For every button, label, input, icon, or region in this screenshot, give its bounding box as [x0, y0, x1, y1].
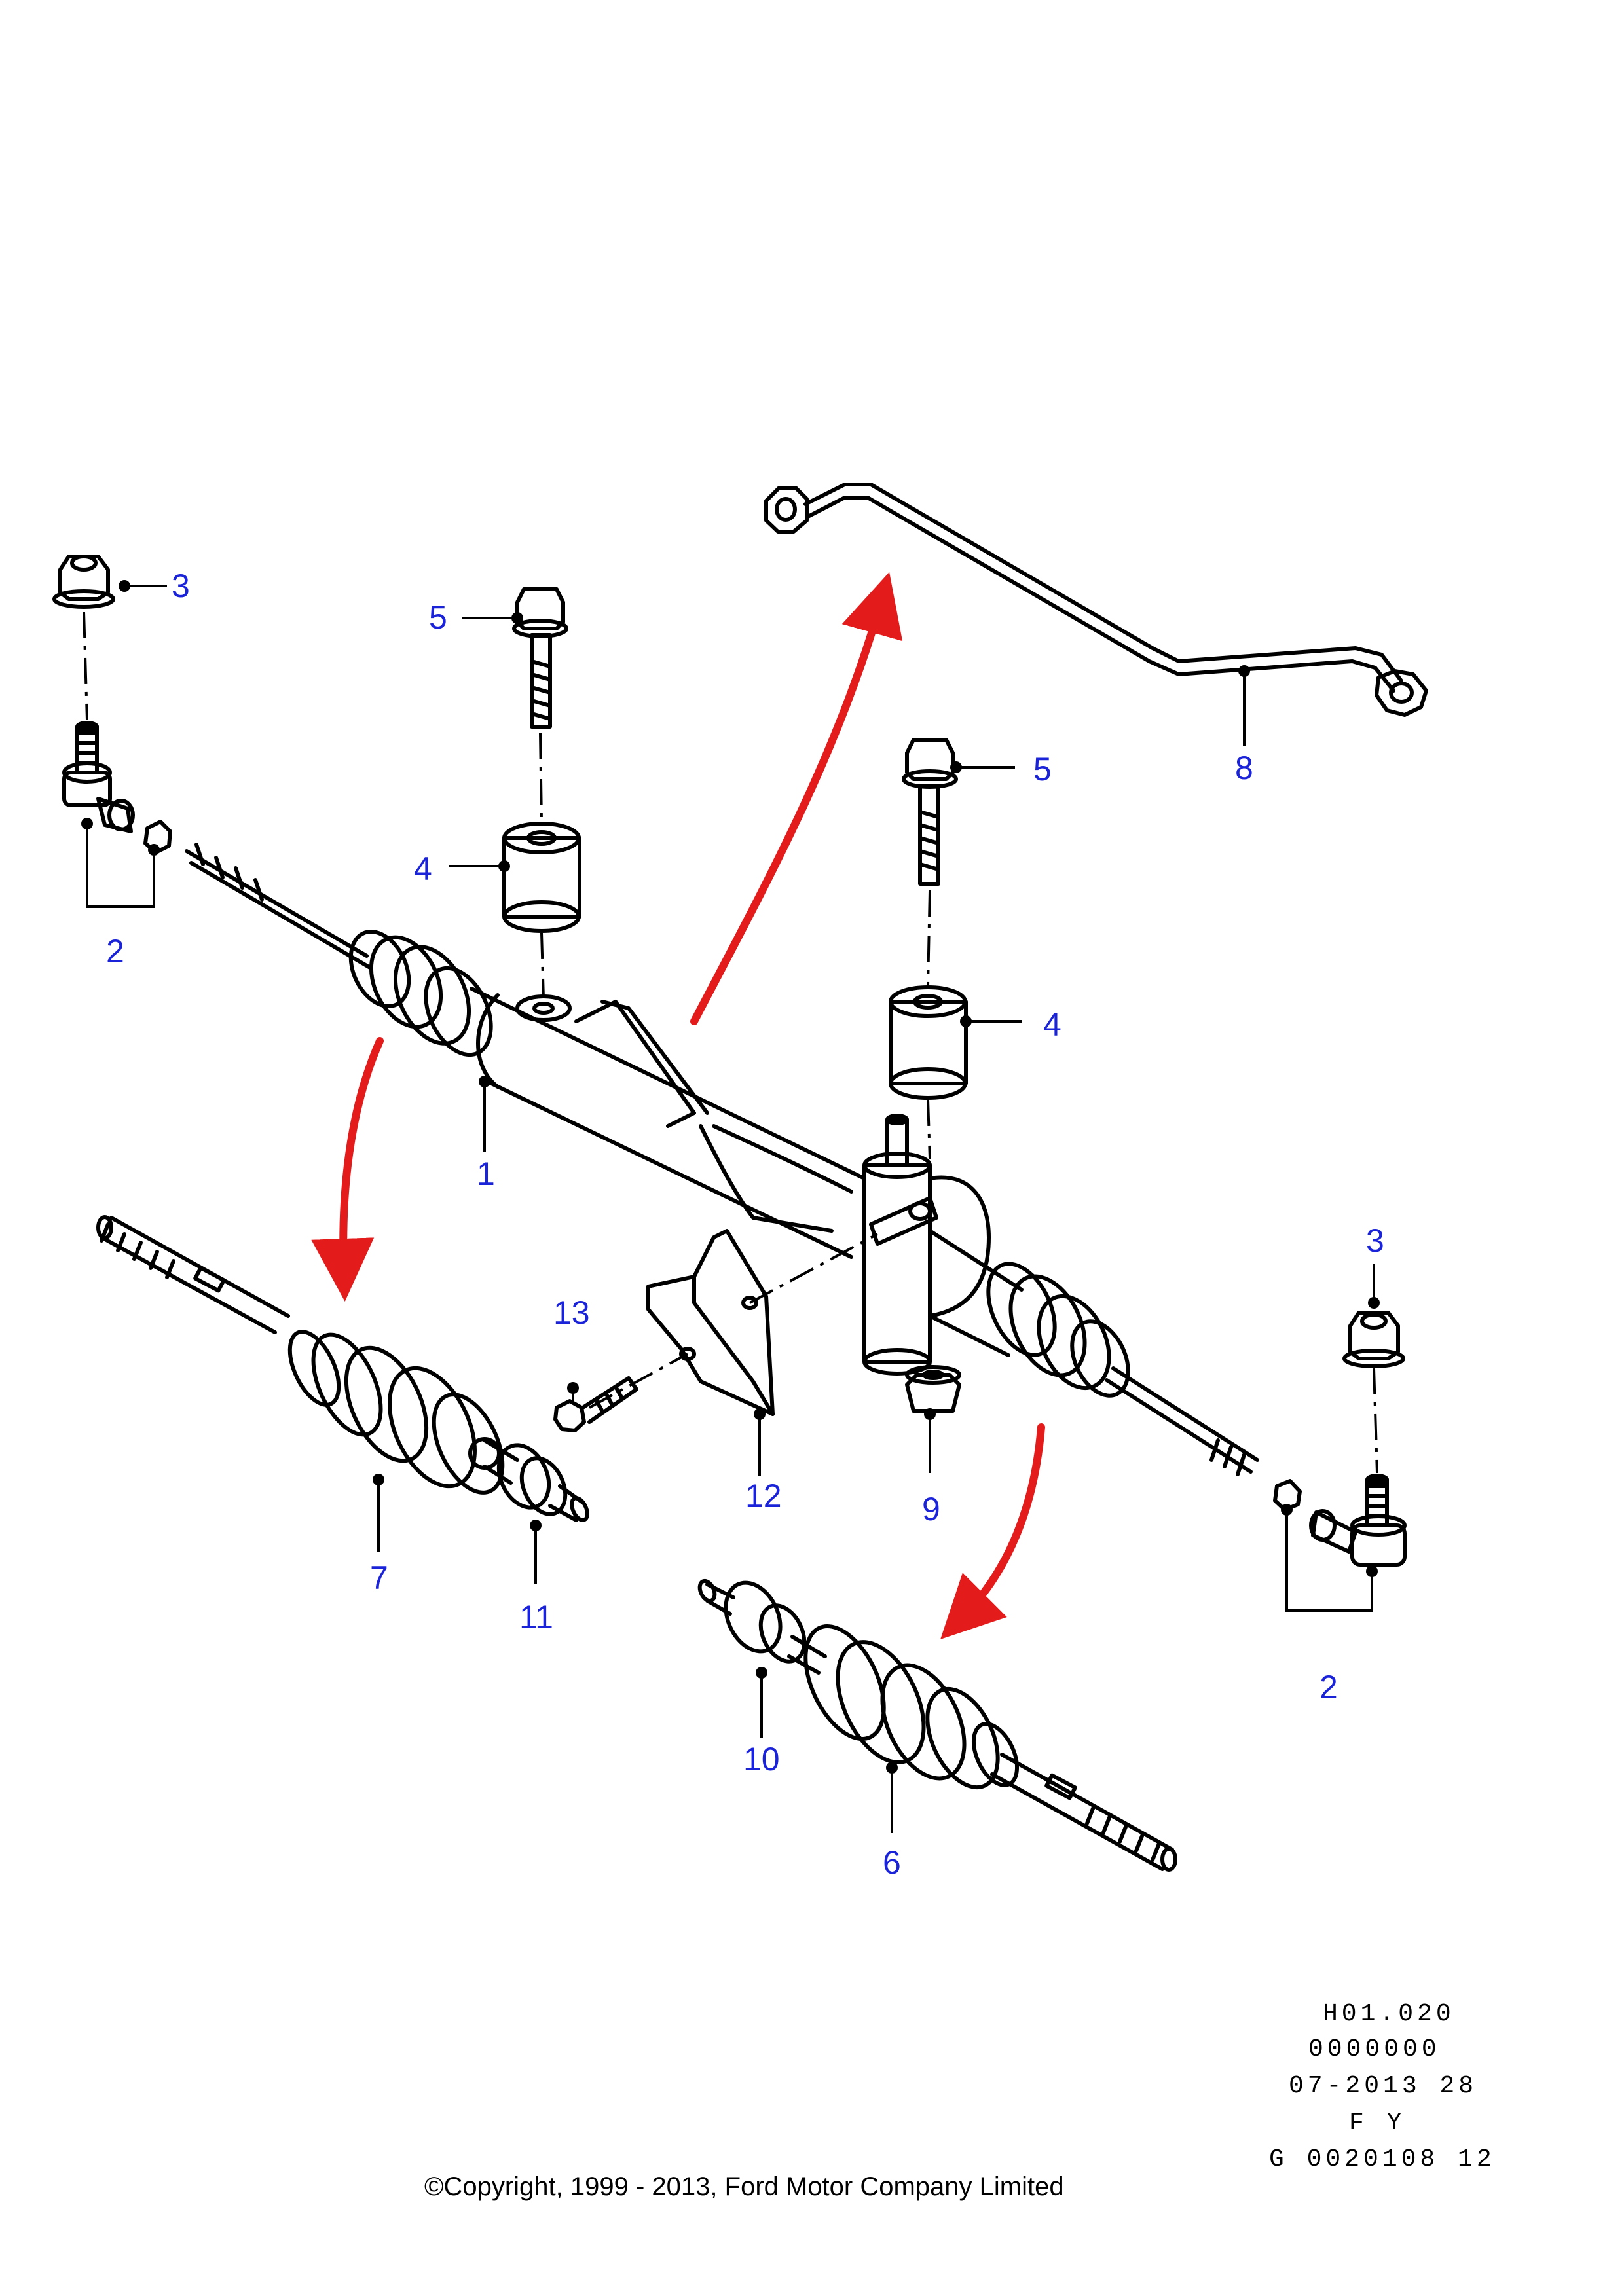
- ball-joint-right: [697, 1578, 807, 1664]
- inner-tie-rod-left: [96, 1215, 519, 1495]
- callout-3-right[interactable]: 3: [1366, 1222, 1384, 1259]
- pressure-pipe: [764, 483, 1428, 717]
- info-date: 07-2013 28: [1289, 2072, 1478, 2100]
- flange-nut-left: [52, 555, 115, 609]
- callout-3-left[interactable]: 3: [172, 568, 190, 604]
- callout-2-right[interactable]: 2: [1320, 1669, 1338, 1705]
- bolt-right: [902, 738, 958, 886]
- info-model-year: F Y: [1349, 2109, 1406, 2137]
- callout-7[interactable]: 7: [370, 1559, 388, 1596]
- callout-1[interactable]: 1: [477, 1156, 495, 1192]
- mounting-bracket: [646, 1229, 775, 1416]
- tie-rod-end-right: [1273, 1474, 1407, 1567]
- inner-tie-rod-right: [787, 1624, 1177, 1872]
- callout-2-left[interactable]: 2: [106, 933, 124, 970]
- reference-arrows: [311, 572, 1045, 1639]
- callout-8[interactable]: 8: [1235, 750, 1253, 786]
- info-part-id: G 0020108 12: [1269, 2145, 1496, 2174]
- callout-11[interactable]: 11: [519, 1599, 553, 1635]
- bush-right: [889, 985, 968, 1100]
- copyright-notice: ©Copyright, 1999 - 2013, Ford Motor Comp…: [424, 2172, 1064, 2201]
- callout-12[interactable]: 12: [745, 1478, 782, 1514]
- callout-4-right[interactable]: 4: [1043, 1006, 1061, 1043]
- tie-rod-end-left: [62, 721, 172, 854]
- steering-rack-housing: [185, 843, 1259, 1476]
- callout-6[interactable]: 6: [883, 1844, 901, 1881]
- bush-left: [502, 822, 581, 933]
- callout-9[interactable]: 9: [922, 1491, 940, 1527]
- callout-5-left[interactable]: 5: [429, 599, 447, 636]
- callout-13[interactable]: 13: [553, 1294, 590, 1331]
- callout-5-right[interactable]: 5: [1033, 751, 1052, 788]
- leader-dots: [81, 580, 1380, 1774]
- callout-4-left[interactable]: 4: [414, 850, 432, 887]
- flange-nut-right: [1342, 1311, 1405, 1368]
- leader-lines: [86, 585, 1375, 1833]
- alignment-lines: [83, 611, 1378, 1474]
- ball-joint-left: [496, 1443, 589, 1522]
- bolt-left: [512, 587, 568, 729]
- callout-10[interactable]: 10: [743, 1741, 780, 1777]
- info-ref-code: H01.020: [1323, 2000, 1455, 2028]
- info-zeros: 0000000: [1308, 2035, 1441, 2064]
